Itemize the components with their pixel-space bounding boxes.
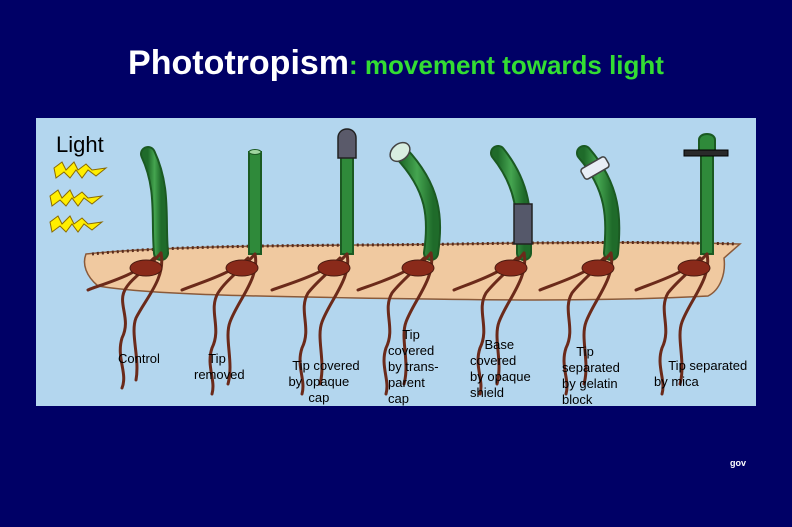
- seedling-opaque-cap: [337, 128, 357, 255]
- root-systems: [86, 251, 711, 396]
- seedling-control: [140, 146, 169, 261]
- roots-transparent-cap: [356, 251, 435, 396]
- opaque-cap-icon: [337, 128, 357, 159]
- seedling-transparent-cap: [389, 141, 442, 261]
- mica-plate-icon: [683, 149, 729, 157]
- diagram-canvas: [49, 128, 742, 396]
- seedling-gelatin-block: [576, 145, 621, 261]
- light-bolts-icon: [49, 161, 108, 233]
- seedling-tip-removed: [248, 149, 262, 255]
- slide-title: Phototropism: movement towards light: [0, 44, 792, 83]
- label-tip-removed: Tip removed: [194, 351, 245, 382]
- opaque-shield-icon: [513, 203, 533, 245]
- label-opaque-cap: Tip covered by opaque cap: [288, 358, 360, 405]
- roots-gelatin-block: [538, 251, 615, 396]
- title-main: Phototropism: [128, 44, 350, 82]
- title-subtitle: : movement towards light: [349, 50, 664, 80]
- label-control: Control: [118, 351, 160, 366]
- light-label: Light: [56, 132, 104, 157]
- seedling-base-shield: [490, 145, 533, 261]
- label-base-shield: Base covered by opaque shield: [470, 337, 531, 400]
- footer-gov: gov: [730, 458, 747, 468]
- roots-control: [86, 251, 164, 390]
- label-gelatin-block: Tip separated by gelatin block: [562, 344, 620, 407]
- roots-base-shield: [452, 251, 528, 396]
- label-mica: Tip separated by mica: [654, 358, 748, 389]
- roots-opaque-cap: [270, 252, 351, 396]
- transparent-cap-icon: [389, 141, 411, 163]
- label-transparent-cap: Tip covered by trans- parent cap: [388, 327, 439, 406]
- gelatin-block-icon: [580, 156, 610, 180]
- roots-tip-removed: [180, 252, 259, 396]
- diagram-panel: Light Control Tip removed Tip covered by…: [36, 118, 756, 407]
- roots-mica: [634, 252, 711, 396]
- seedling-mica: [683, 133, 729, 255]
